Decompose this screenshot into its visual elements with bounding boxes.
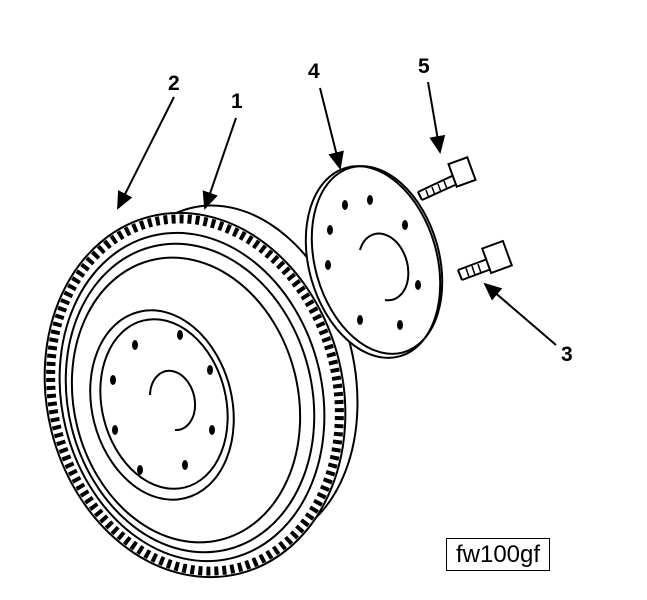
callout-2: 2 <box>168 72 180 95</box>
bolt-5 <box>417 156 477 201</box>
ring-gear-teeth <box>46 214 344 576</box>
leader-arrows <box>117 81 557 346</box>
bolt-3 <box>457 239 514 281</box>
figure-id-label: fw100gf <box>446 538 550 571</box>
flywheel <box>43 204 359 579</box>
callout-5: 5 <box>418 55 430 78</box>
flywheel-hub <box>89 309 235 501</box>
reinforcement-plate <box>304 165 444 359</box>
callout-4: 4 <box>308 60 320 83</box>
callout-1: 1 <box>231 90 243 113</box>
callout-3: 3 <box>561 343 573 366</box>
